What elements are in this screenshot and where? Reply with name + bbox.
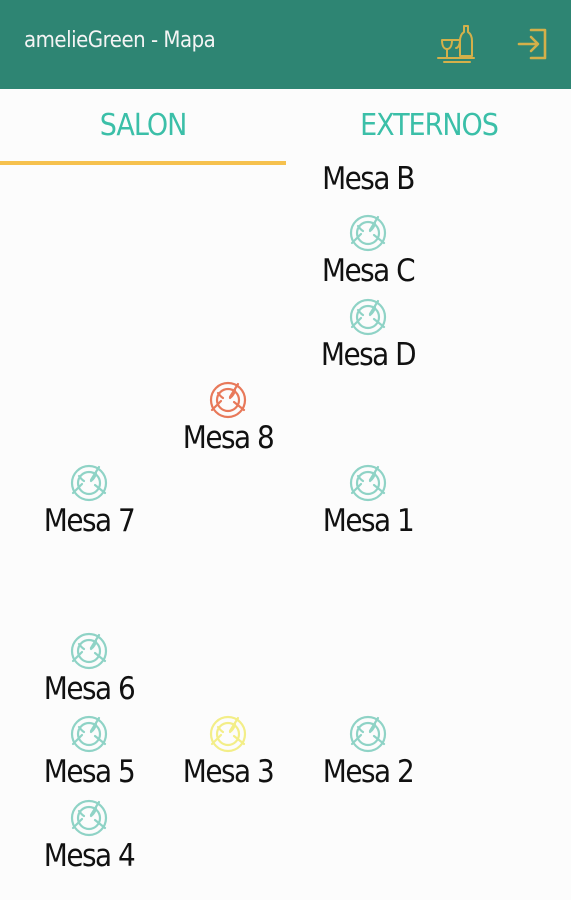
table-label: Mesa 4 xyxy=(43,838,136,874)
table-free-icon xyxy=(348,297,388,337)
table-label: Mesa 7 xyxy=(43,503,136,539)
tab-bar: SALON EXTERNOS xyxy=(0,89,571,165)
table-label: Mesa 1 xyxy=(322,503,415,539)
table-label: Mesa 2 xyxy=(322,754,415,790)
app-title: amelieGreen - Mapa xyxy=(24,28,216,53)
table-map: Mesa B Mesa C Mesa D Mesa 8 Mesa 7 Mesa … xyxy=(0,165,571,900)
table-mesa-2[interactable]: Mesa 2 xyxy=(298,714,438,804)
waiter-bottle-icon[interactable] xyxy=(434,22,478,66)
table-label: Mesa 8 xyxy=(182,420,275,456)
app-bar: amelieGreen - Mapa xyxy=(0,0,571,89)
table-mesa-5[interactable]: Mesa 5 xyxy=(19,714,159,804)
table-label: Mesa 3 xyxy=(182,754,275,790)
table-label: Mesa D xyxy=(320,337,417,373)
table-free-icon xyxy=(69,798,109,838)
table-mesa-d[interactable]: Mesa D xyxy=(298,297,438,387)
table-label: Mesa C xyxy=(321,253,416,289)
tab-externos[interactable]: EXTERNOS xyxy=(360,107,499,143)
exit-icon[interactable] xyxy=(511,22,555,66)
table-mesa-c[interactable]: Mesa C xyxy=(298,213,438,303)
table-reserved-icon xyxy=(208,714,248,754)
table-mesa-7[interactable]: Mesa 7 xyxy=(19,463,159,553)
tab-salon[interactable]: SALON xyxy=(99,107,188,143)
table-free-icon xyxy=(69,463,109,503)
table-mesa-8[interactable]: Mesa 8 xyxy=(158,380,298,470)
table-free-icon xyxy=(69,631,109,671)
table-mesa-3[interactable]: Mesa 3 xyxy=(158,714,298,804)
table-label: Mesa 6 xyxy=(43,671,136,707)
table-free-icon xyxy=(348,463,388,503)
table-occupied-icon xyxy=(208,380,248,420)
table-label: Mesa B xyxy=(322,165,415,197)
table-mesa-1[interactable]: Mesa 1 xyxy=(298,463,438,553)
table-free-icon xyxy=(69,714,109,754)
table-mesa-b[interactable]: Mesa B xyxy=(298,165,438,211)
table-free-icon xyxy=(348,714,388,754)
tab-indicator xyxy=(0,161,286,165)
table-free-icon xyxy=(348,213,388,253)
table-mesa-6[interactable]: Mesa 6 xyxy=(19,631,159,721)
table-label: Mesa 5 xyxy=(43,754,136,790)
table-mesa-4[interactable]: Mesa 4 xyxy=(19,798,159,888)
